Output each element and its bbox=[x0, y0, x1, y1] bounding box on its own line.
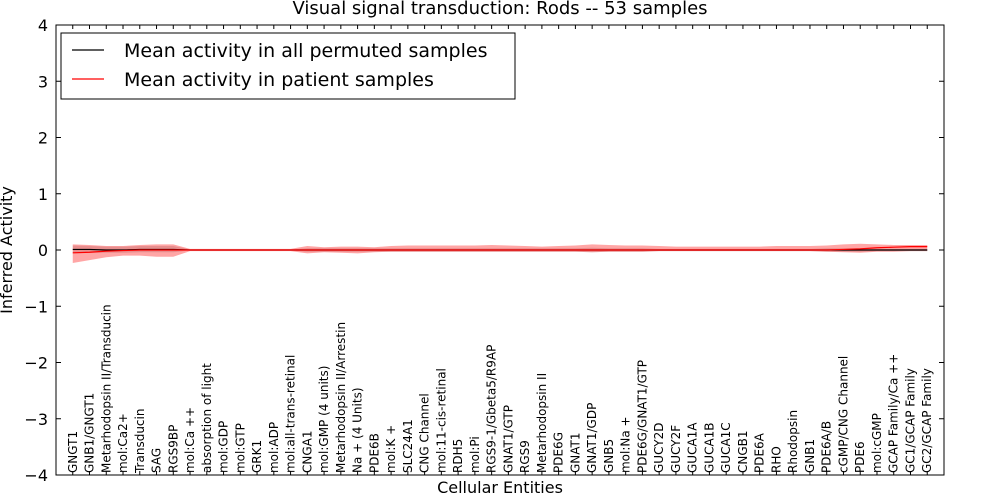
legend: Mean activity in all permuted samples Me… bbox=[60, 32, 516, 100]
x-tick-label: SAG bbox=[150, 448, 164, 473]
legend-label-permuted: Mean activity in all permuted samples bbox=[124, 40, 487, 62]
x-tick-label: GUCA1A bbox=[686, 422, 700, 473]
x-tick-label: PDE6G bbox=[552, 432, 566, 473]
x-tick-label: CNGA1 bbox=[300, 431, 314, 474]
x-tick-label: PDE6 bbox=[853, 441, 867, 473]
y-tick-label: −4 bbox=[24, 466, 48, 485]
y-axis: −4 −3 −2 −1 0 1 2 3 4 bbox=[24, 16, 944, 485]
x-tick-label: mol:GDP bbox=[217, 421, 231, 473]
x-tick-label: SLC24A1 bbox=[401, 419, 415, 473]
y-tick-label: −1 bbox=[24, 297, 48, 316]
x-tick-label: absorption of light bbox=[200, 363, 214, 473]
confidence-bands bbox=[72, 243, 928, 263]
x-axis-label: Cellular Entities bbox=[437, 478, 563, 497]
x-tick-label: PDE6A bbox=[753, 432, 767, 473]
x-tick-label: Na + (4 Units) bbox=[351, 387, 365, 473]
y-tick-label: −2 bbox=[24, 354, 48, 373]
y-tick-label: 4 bbox=[38, 16, 48, 35]
x-tick-label: Metarhodopsin II/Transducin bbox=[99, 304, 113, 473]
y-tick-label: 1 bbox=[38, 185, 48, 204]
x-tick-label: RGS9BP bbox=[166, 425, 180, 473]
x-tick-label: Metarhodopsin II/Arrestin bbox=[334, 322, 348, 473]
x-tick-label: GNGT1 bbox=[66, 431, 80, 473]
y-tick-label: 3 bbox=[38, 72, 48, 91]
x-tick-label: Metarhodopsin II bbox=[535, 373, 549, 473]
legend-label-patient: Mean activity in patient samples bbox=[124, 69, 434, 91]
x-tick-label: GNB5 bbox=[602, 439, 616, 473]
x-tick-label: mol:11-cis-retinal bbox=[434, 368, 448, 473]
x-tick-label: GCAP Family/Ca ++ bbox=[887, 354, 901, 473]
x-tick-label: RGS9-1/Gbeta5/R9AP bbox=[485, 345, 499, 473]
y-tick-label: −3 bbox=[24, 410, 48, 429]
x-tick-label: PDE6G/GNAT1/GTP bbox=[635, 360, 649, 473]
x-tick-label: GNAT1 bbox=[568, 432, 582, 473]
legend-box bbox=[60, 32, 516, 100]
x-tick-label: RGS9 bbox=[518, 440, 532, 473]
x-tick-label: GUCA1C bbox=[719, 422, 733, 473]
y-axis-label: Inferred Activity bbox=[0, 186, 16, 314]
x-tick-label: mol:Ca ++ bbox=[183, 407, 197, 473]
x-tick-label: mol:GMP (4 units) bbox=[317, 366, 331, 473]
y-tick-label: 2 bbox=[38, 129, 48, 148]
x-tick-label: mol:Pi bbox=[468, 436, 482, 473]
x-tick-label: mol:cGMP bbox=[870, 413, 884, 473]
x-tick-label: Transducin bbox=[133, 409, 147, 474]
x-tick-label: GNAT1/GDP bbox=[585, 403, 599, 473]
x-tick-label: GNB1 bbox=[803, 439, 817, 473]
x-tick-label: mol:ADP bbox=[267, 422, 281, 473]
x-tick-label: mol:Na + bbox=[619, 416, 633, 473]
x-tick-label: GNAT1/GTP bbox=[501, 405, 515, 473]
x-tick-label: CNG Channel bbox=[418, 393, 432, 473]
x-tick-label: RHO bbox=[769, 446, 783, 473]
x-tick-label: mol:K + bbox=[384, 425, 398, 473]
x-tick-label: GNB1/GNGT1 bbox=[83, 393, 97, 473]
x-tick-label: GUCY2F bbox=[669, 425, 683, 473]
x-tick-label: GC2/GCAP Family bbox=[920, 368, 934, 473]
x-tick-label: GUCY2D bbox=[652, 423, 666, 473]
x-tick-label: PDE6B bbox=[367, 433, 381, 473]
x-tick-label: mol:GTP bbox=[233, 423, 247, 473]
x-tick-label: Rhodopsin bbox=[786, 410, 800, 473]
x-tick-label: mol:all-trans-retinal bbox=[284, 355, 298, 473]
x-tick-label: GRK1 bbox=[250, 440, 264, 473]
x-tick-label: GUCA1B bbox=[702, 422, 716, 473]
x-tick-label: mol:Ca2+ bbox=[116, 413, 130, 473]
x-tick-label: PDE6A/B bbox=[820, 421, 834, 473]
line-patient bbox=[72, 246, 928, 254]
x-tick-label: RDH5 bbox=[451, 439, 465, 473]
band-patient bbox=[72, 243, 928, 263]
series-lines bbox=[72, 246, 928, 254]
y-tick-label: 0 bbox=[38, 241, 48, 260]
x-tick-label: CNGB1 bbox=[736, 430, 750, 473]
chart-title: Visual signal transduction: Rods -- 53 s… bbox=[292, 0, 707, 19]
x-tick-label: GC1/GCAP Family bbox=[903, 368, 917, 473]
x-tick-label: cGMP/CNG Channel bbox=[836, 356, 850, 473]
